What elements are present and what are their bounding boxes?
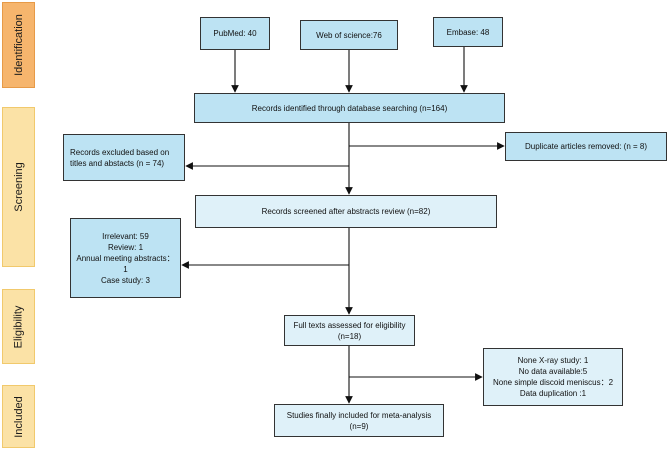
records-identified-label: Records identified through database sear…: [251, 103, 448, 113]
stage-identification: Identification: [2, 2, 35, 88]
pubmed-box: PubMed: 40: [200, 17, 270, 50]
full-texts-box: Full texts assessed for eligibility (n=1…: [284, 315, 415, 346]
duplicates-removed-label: Duplicate articles removed: (n = 8): [524, 142, 648, 151]
records-excluded-line1: Records excluded based on: [70, 147, 170, 157]
reason-irrelevant: Irrelevant: 59: [102, 231, 149, 241]
exclusion-duplication: Data duplication :1: [519, 389, 587, 398]
fulltext-exclusions-box: None X-ray study: 1 No data available:5 …: [483, 348, 623, 406]
records-screened-box: Records screened after abstracts review …: [195, 195, 497, 228]
pubmed-label: PubMed: 40: [213, 29, 257, 38]
stage-included: Included: [2, 385, 35, 448]
records-identified-box: Records identified through database sear…: [194, 93, 505, 123]
web-of-science-label: Web of science:76: [316, 30, 382, 40]
stage-screening: Screening: [2, 107, 35, 267]
studies-included-line1: Studies finally included for meta-analys…: [286, 410, 432, 420]
exclusion-xray: None X-ray study: 1: [517, 356, 589, 365]
reason-annual-meeting: Annual meeting abstracts：1: [76, 253, 175, 274]
web-of-science-box: Web of science:76: [300, 20, 398, 50]
exclusion-discoid: None simple discoid meniscus：2: [492, 378, 614, 387]
records-screened-label: Records screened after abstracts review …: [261, 207, 431, 216]
duplicates-removed-box: Duplicate articles removed: (n = 8): [505, 132, 667, 161]
studies-included-box: Studies finally included for meta-analys…: [274, 404, 444, 437]
exclusion-reasons-box: Irrelevant: 59 Review: 1 Annual meeting …: [70, 218, 181, 298]
full-texts-line2: (n=18): [337, 331, 362, 341]
stage-eligibility: Eligibility: [2, 289, 35, 364]
reason-review: Review: 1: [107, 242, 144, 252]
full-texts-line1: Full texts assessed for eligibility: [293, 320, 406, 330]
records-excluded-line2: titles and abstacts (n = 74): [70, 158, 165, 168]
exclusion-no-data: No data available:5: [518, 367, 588, 376]
embase-box: Embase: 48: [433, 17, 503, 47]
reason-case-study: Case study: 3: [101, 275, 150, 285]
embase-label: Embase: 48: [446, 27, 490, 37]
studies-included-line2: (n=9): [349, 421, 369, 431]
records-excluded-box: Records excluded based on titles and abs…: [63, 134, 185, 181]
